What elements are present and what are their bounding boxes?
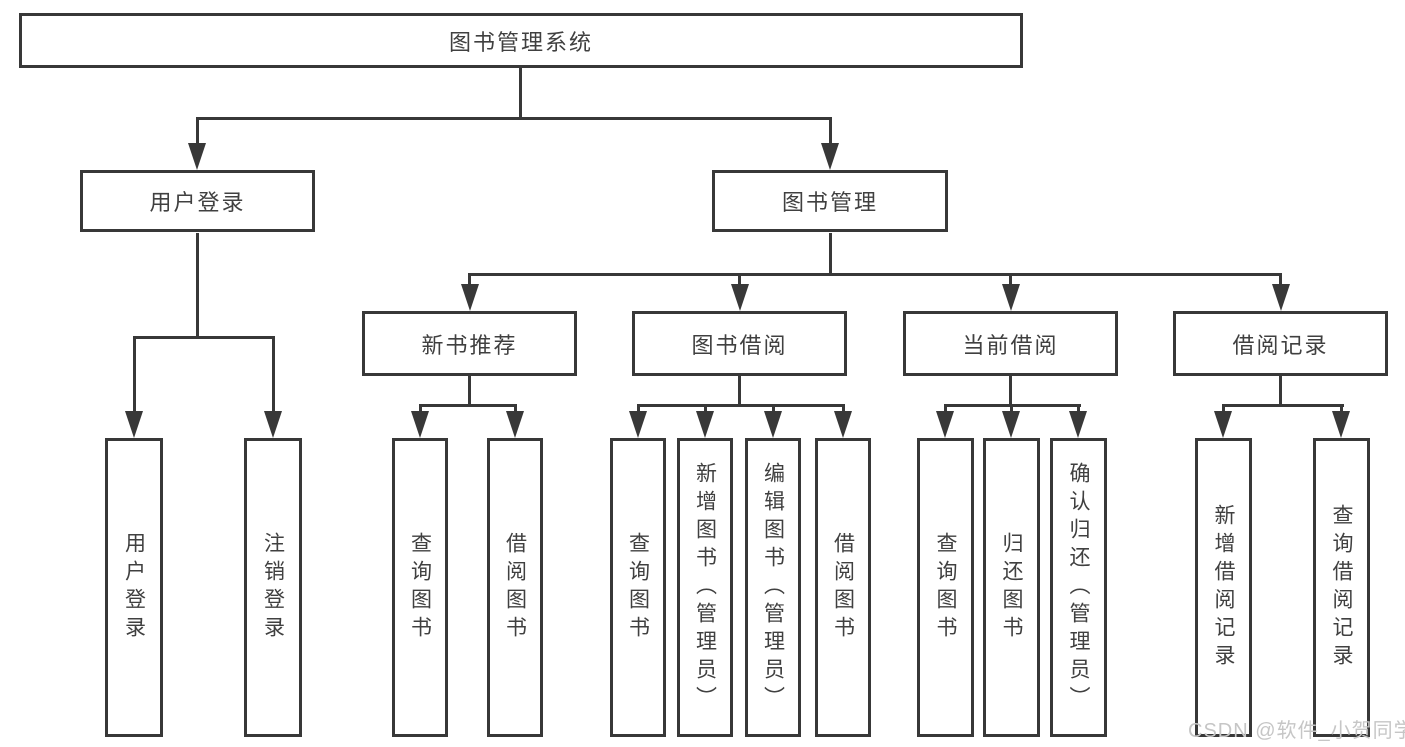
node-user-login: 用户登录 [80,170,315,232]
edge-to-leaf-edit-book-stem [771,404,775,414]
edge-to-book-management-stem [828,117,832,145]
arrow-leaf-add-borrow-record [1214,411,1232,438]
edge-book-management-bar [468,273,1282,276]
edge-user-login-down [195,233,199,336]
leaf-query-borrow-record: 查询借阅记录 [1313,438,1370,737]
edge-to-leaf-query-borrow-stem [636,404,640,414]
leaf-add-book-admin-label: 新增图书（管理员） [693,461,717,714]
edge-to-leaf-query-record-stem [1339,404,1343,414]
leaf-query-borrow-record-label: 查询借阅记录 [1330,503,1353,672]
arrow-leaf-return-book [1002,411,1020,438]
arrow-leaf-add-book [696,411,714,438]
edge-new-book-recommend-bar [418,404,517,407]
node-current-borrow-label: 当前借阅 [962,332,1059,358]
leaf-return-book: 归还图书 [983,438,1040,737]
leaf-add-book-admin: 新增图书（管理员） [677,438,733,737]
node-current-borrow: 当前借阅 [903,311,1118,376]
leaf-edit-book-admin: 编辑图书（管理员） [745,438,801,737]
arrow-user-login [188,143,206,170]
edge-to-leaf-return-book-stem [1009,404,1013,414]
edge-borrow-record-down [1279,376,1282,407]
edge-to-leaf-query-recommend-stem [418,404,422,414]
leaf-logout: 注销登录 [244,438,302,737]
leaf-confirm-return-admin-label: 确认归还（管理员） [1067,461,1090,714]
arrow-leaf-edit-book [764,411,782,438]
edge-root-bar [195,117,832,120]
leaf-borrow-book: 借阅图书 [815,438,871,737]
edge-user-login-bar [132,336,275,339]
node-new-book-recommend: 新书推荐 [362,311,577,376]
leaf-borrow-book-recommend: 借阅图书 [487,438,543,737]
edge-to-leaf-add-record-stem [1221,404,1225,414]
arrow-book-management [821,143,839,170]
arrow-borrow-record [1271,284,1290,311]
arrow-leaf-query-book-recommend [411,411,429,438]
leaf-query-book-borrow: 查询图书 [610,438,666,737]
leaf-edit-book-admin-label: 编辑图书（管理员） [761,461,785,714]
arrow-leaf-borrow-book [834,411,852,438]
arrow-leaf-query-book-current [936,411,954,438]
edge-book-borrow-down [738,376,741,407]
arrow-leaf-query-book-borrow [629,411,647,438]
edge-current-borrow-down [1009,376,1012,407]
edge-to-leaf-user-login-stem [132,336,136,413]
arrow-leaf-confirm-return [1069,411,1087,438]
leaf-add-borrow-record: 新增借阅记录 [1195,438,1252,737]
edge-to-leaf-add-book-stem [703,404,707,414]
node-root: 图书管理系统 [19,13,1023,68]
leaf-return-book-label: 归还图书 [1000,531,1023,644]
node-user-login-label: 用户登录 [149,190,246,215]
node-book-borrow-label: 图书借阅 [691,332,788,358]
edge-book-borrow-bar [636,404,845,407]
edge-to-leaf-borrow-recommend-stem [513,404,517,414]
edge-to-current-borrow-stem [1009,273,1012,286]
leaf-logout-label: 注销登录 [261,531,285,644]
edge-to-leaf-logout-stem [271,336,275,413]
leaf-query-book-recommend: 查询图书 [392,438,448,737]
arrow-current-borrow [1001,284,1020,311]
node-borrow-record-label: 借阅记录 [1232,332,1329,358]
edge-to-new-book-recommend-stem [468,273,471,286]
edge-new-book-recommend-down [468,376,471,407]
node-root-label: 图书管理系统 [448,29,593,55]
node-new-book-recommend-label: 新书推荐 [421,332,518,358]
leaf-user-login: 用户登录 [105,438,163,737]
edge-book-management-down [828,233,832,275]
node-borrow-record: 借阅记录 [1173,311,1388,376]
leaf-add-borrow-record-label: 新增借阅记录 [1212,503,1235,672]
leaf-borrow-book-label: 借阅图书 [831,531,855,644]
leaf-query-book-current: 查询图书 [917,438,974,737]
leaf-query-book-current-label: 查询图书 [934,531,957,644]
arrow-book-borrow [730,284,749,311]
arrow-leaf-logout [264,411,282,438]
edge-to-leaf-confirm-return-stem [1076,404,1080,414]
edge-to-user-login-stem [195,117,199,145]
edge-to-leaf-borrow-book-stem [841,404,845,414]
node-book-management: 图书管理 [712,170,948,232]
edge-borrow-record-bar [1221,404,1344,407]
arrow-new-book-recommend [460,284,479,311]
edge-to-borrow-record-stem [1279,273,1282,286]
csdn-watermark: CSDN @软件_小贺同学 [1188,720,1405,742]
node-book-management-label: 图书管理 [781,190,878,215]
edge-to-book-borrow-stem [738,273,741,286]
leaf-confirm-return-admin: 确认归还（管理员） [1050,438,1107,737]
arrow-leaf-borrow-book-recommend [506,411,524,438]
edge-root-stem [518,68,522,119]
leaf-query-book-borrow-label: 查询图书 [626,531,650,644]
leaf-query-book-recommend-label: 查询图书 [408,531,432,644]
leaf-borrow-book-recommend-label: 借阅图书 [503,531,527,644]
leaf-user-login-label: 用户登录 [122,531,146,644]
arrow-leaf-user-login [125,411,143,438]
arrow-leaf-query-borrow-record [1332,411,1350,438]
node-book-borrow: 图书借阅 [632,311,847,376]
edge-to-leaf-query-current-stem [943,404,947,414]
